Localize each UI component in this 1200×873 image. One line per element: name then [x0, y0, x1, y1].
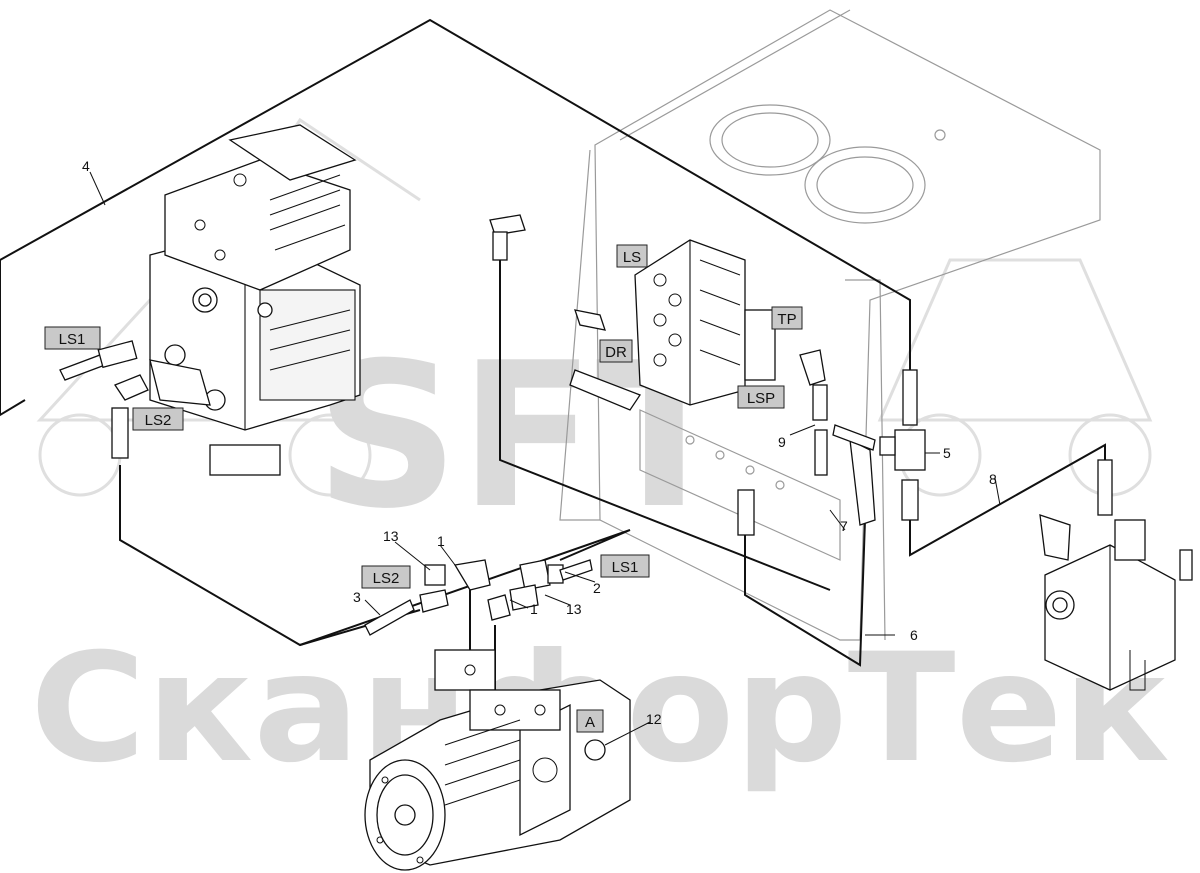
tag-a: A [576, 709, 604, 733]
line-4-ls1 [0, 18, 911, 370]
svg-text:LS: LS [623, 249, 641, 266]
callout-1-bottom: 1 [530, 601, 538, 617]
callout-2: 2 [593, 580, 601, 596]
svg-text:LSP: LSP [747, 390, 775, 407]
connection-lines [0, 18, 1106, 690]
control-valve-left [59, 124, 361, 476]
callout-5: 5 [943, 445, 951, 461]
callout-6: 6 [910, 627, 918, 643]
callout-8: 8 [989, 471, 997, 487]
callout-7: 7 [840, 518, 848, 534]
svg-text:LS2: LS2 [373, 570, 400, 587]
tag-ls2-left: LS2 [132, 407, 184, 431]
callout-13-bottom: 13 [566, 601, 582, 617]
callout-13-top: 13 [383, 528, 399, 544]
svg-text:DR: DR [605, 344, 627, 361]
callout-12: 12 [646, 711, 662, 727]
line-8 [909, 443, 1106, 557]
svg-text:A: A [585, 714, 595, 731]
pump-fittings [364, 559, 593, 636]
tee-fitting-5 [832, 369, 926, 521]
hose-6-fitting [737, 489, 755, 536]
hydraulic-pump [364, 649, 631, 871]
callout-4: 4 [82, 158, 90, 174]
tag-tp: TP [771, 306, 803, 330]
line-6 [744, 519, 866, 667]
callout-1-top: 1 [437, 533, 445, 549]
machine-frame [559, 9, 1101, 641]
line-7 [499, 255, 831, 591]
svg-text:LS2: LS2 [145, 412, 172, 429]
tag-ls: LS [616, 244, 648, 268]
tag-dr: DR [599, 339, 633, 363]
tag-ls1-mid: LS1 [600, 554, 650, 578]
callout-3: 3 [353, 589, 361, 605]
callout-9: 9 [778, 434, 786, 450]
svg-text:LS1: LS1 [612, 559, 639, 576]
svg-text:TP: TP [777, 311, 796, 328]
line-3-ls2 [119, 465, 421, 647]
port-tags: LS1 LS2 LS DR TP LSP LS2 LS1 [44, 244, 803, 733]
tag-ls2-mid: LS2 [361, 565, 411, 589]
pilot-block-right [1039, 459, 1193, 691]
svg-text:LS1: LS1 [59, 331, 86, 348]
callout-numbers: 4 9 5 8 7 6 13 1 2 3 1 13 12 [82, 158, 997, 727]
line-4-left [0, 260, 26, 417]
tag-lsp: LSP [737, 385, 785, 409]
tag-ls1-left: LS1 [44, 326, 101, 350]
leader-lines [89, 171, 1001, 746]
